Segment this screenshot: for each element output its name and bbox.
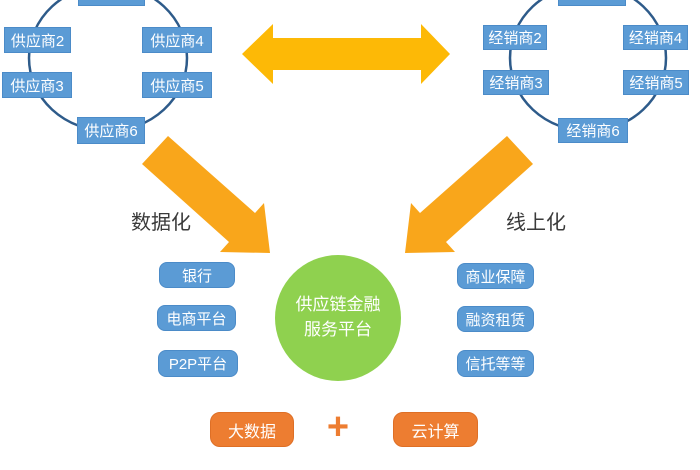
service-finance-leasing: 融资租赁 xyxy=(457,306,534,332)
supplier-node-5: 供应商5 xyxy=(142,72,212,98)
service-ecommerce-platform: 电商平台 xyxy=(157,305,236,331)
supplier-node-6: 供应商6 xyxy=(77,117,145,144)
digitization-label: 数据化 xyxy=(131,212,191,234)
dealer-node-6: 经销商6 xyxy=(558,118,628,143)
service-bank: 银行 xyxy=(159,262,235,288)
plus-icon: + xyxy=(326,406,350,448)
platform-title-line2: 服务平台 xyxy=(304,320,372,339)
supplier-node-top-partial xyxy=(78,0,145,6)
supplier-node-4: 供应商4 xyxy=(142,27,212,53)
dealer-ring-circle xyxy=(508,0,668,133)
foundation-cloud-computing: 云计算 xyxy=(393,412,478,447)
dealer-node-3: 经销商3 xyxy=(483,70,549,95)
service-commercial-guarantee: 商业保障 xyxy=(457,263,534,289)
dealer-node-4: 经销商4 xyxy=(623,25,688,50)
supplier-node-2: 供应商2 xyxy=(4,27,71,53)
supplier-ring-circle xyxy=(27,0,189,133)
service-p2p-platform: P2P平台 xyxy=(158,350,238,377)
platform-circle: 供应链金融 服务平台 xyxy=(275,255,401,381)
supplier-node-3: 供应商3 xyxy=(2,72,72,98)
dealer-node-top-partial xyxy=(558,0,626,6)
service-trust-etc: 信托等等 xyxy=(457,350,534,377)
double-headed-arrow xyxy=(242,24,450,84)
onlineization-label: 线上化 xyxy=(506,212,566,234)
dealer-node-2: 经销商2 xyxy=(483,25,547,50)
left-diagonal-arrow xyxy=(142,136,270,253)
foundation-big-data: 大数据 xyxy=(210,412,294,447)
platform-title-line1: 供应链金融 xyxy=(295,295,381,315)
right-diagonal-arrow xyxy=(405,136,533,253)
dealer-node-5: 经销商5 xyxy=(623,70,689,95)
